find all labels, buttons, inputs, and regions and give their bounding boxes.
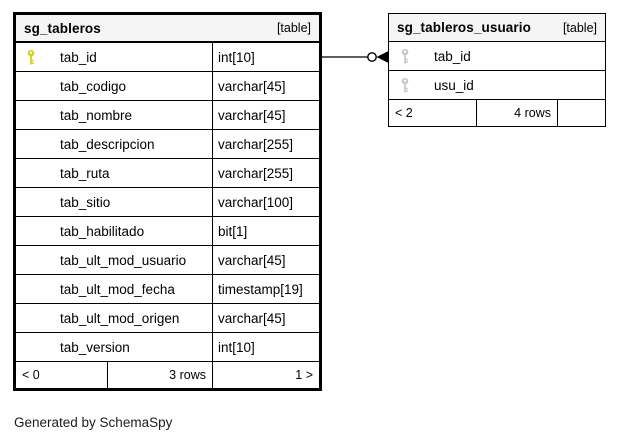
column-row-tab-descripcion: tab_descripcion varchar[255] xyxy=(16,130,319,159)
column-row-tab-id: tab_id int[10] xyxy=(16,43,319,72)
column-name: tab_nombre xyxy=(60,107,133,123)
table-footer: < 2 4 rows xyxy=(389,100,605,126)
column-type: varchar[100] xyxy=(218,194,294,210)
column-row-usu-id: usu_id xyxy=(389,71,605,100)
table-name: sg_tableros_usuario xyxy=(397,20,531,35)
table-sg-tableros[interactable]: sg_tableros [table] tab_id int[10] xyxy=(13,12,322,391)
degree-prev: < 0 xyxy=(22,368,40,382)
connector-arrowhead xyxy=(376,51,388,63)
column-row-tab-ruta: tab_ruta varchar[255] xyxy=(16,159,319,188)
table-name: sg_tableros xyxy=(24,20,101,36)
column-row-tab-sitio: tab_sitio varchar[100] xyxy=(16,188,319,217)
degree-next xyxy=(558,100,605,126)
column-type: timestamp[19] xyxy=(218,281,303,297)
column-type: bit[1] xyxy=(218,223,248,239)
column-row-tab-version: tab_version int[10] xyxy=(16,333,319,362)
column-type: varchar[45] xyxy=(218,78,286,94)
foreign-key-icon xyxy=(400,77,434,93)
column-name: tab_ult_mod_origen xyxy=(60,310,180,326)
column-name: tab_habilitado xyxy=(60,223,145,239)
generated-by-label: Generated by SchemaSpy xyxy=(14,415,173,430)
column-type: varchar[45] xyxy=(218,310,286,326)
column-type: int[10] xyxy=(218,49,255,65)
column-name: usu_id xyxy=(434,77,474,93)
row-count: 4 rows xyxy=(476,100,558,126)
column-row-tab-ult-mod-fecha: tab_ult_mod_fecha timestamp[19] xyxy=(16,275,319,304)
degree-next: 1 > xyxy=(295,368,313,382)
table-type-badge: [table] xyxy=(562,20,597,35)
column-type: varchar[255] xyxy=(218,136,294,152)
column-name: tab_codigo xyxy=(60,78,127,94)
table-header: sg_tableros_usuario [table] xyxy=(389,14,605,42)
column-name: tab_version xyxy=(60,339,130,355)
table-header: sg_tableros [table] xyxy=(16,15,319,43)
table-footer: < 0 3 rows 1 > xyxy=(16,362,319,388)
column-row-tab-id: tab_id xyxy=(389,42,605,71)
column-row-tab-habilitado: tab_habilitado bit[1] xyxy=(16,217,319,246)
column-row-tab-ult-mod-origen: tab_ult_mod_origen varchar[45] xyxy=(16,304,319,333)
column-type: varchar[45] xyxy=(218,107,286,123)
relationship-connector xyxy=(320,51,388,63)
column-type: int[10] xyxy=(218,339,255,355)
connector-circle xyxy=(367,52,377,62)
primary-key-icon xyxy=(26,49,60,65)
column-name: tab_id xyxy=(434,48,471,64)
column-name: tab_ult_mod_fecha xyxy=(60,281,175,297)
column-name: tab_ult_mod_usuario xyxy=(60,252,187,268)
column-row-tab-nombre: tab_nombre varchar[45] xyxy=(16,101,319,130)
degree-prev: < 2 xyxy=(395,106,413,120)
column-type: varchar[45] xyxy=(218,252,286,268)
column-name: tab_sitio xyxy=(60,194,111,210)
foreign-key-icon xyxy=(400,48,434,64)
column-name: tab_descripcion xyxy=(60,136,155,152)
table-sg-tableros-usuario[interactable]: sg_tableros_usuario [table] tab_id xyxy=(388,13,606,127)
column-name: tab_id xyxy=(60,49,97,65)
table-type-badge: [table] xyxy=(276,21,311,35)
column-row-tab-codigo: tab_codigo varchar[45] xyxy=(16,72,319,101)
column-type: varchar[255] xyxy=(218,165,294,181)
column-name: tab_ruta xyxy=(60,165,110,181)
column-row-tab-ult-mod-usuario: tab_ult_mod_usuario varchar[45] xyxy=(16,246,319,275)
row-count: 3 rows xyxy=(107,362,213,388)
